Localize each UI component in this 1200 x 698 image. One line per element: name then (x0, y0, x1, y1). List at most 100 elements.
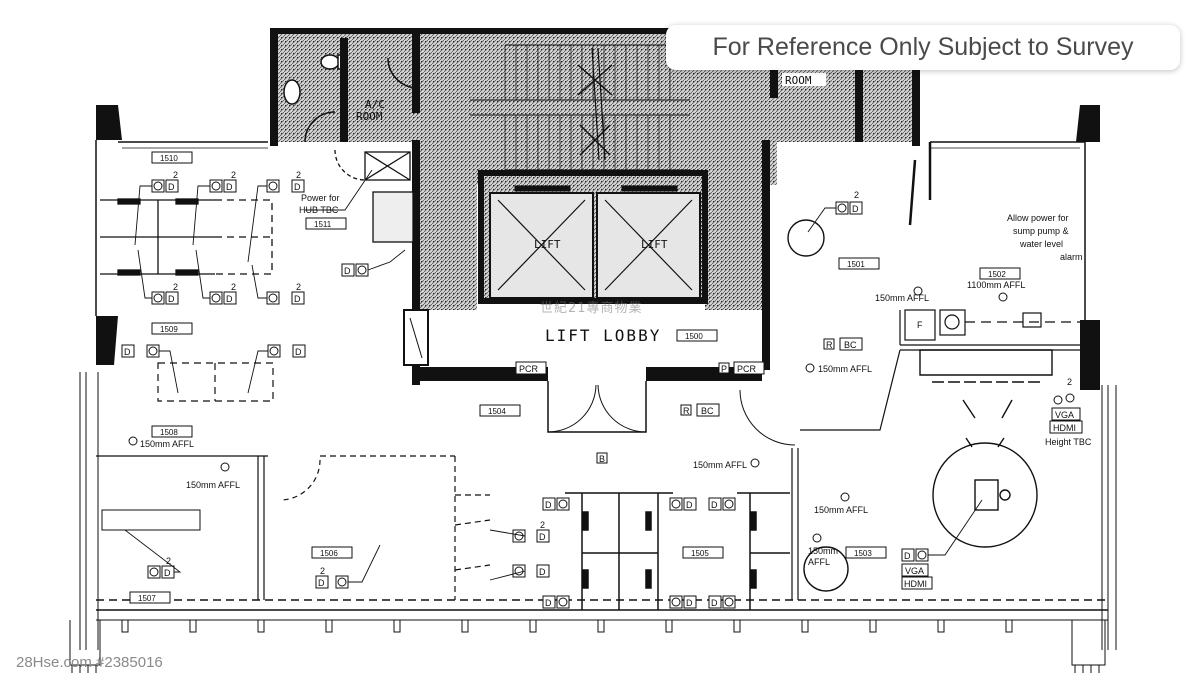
room-tags (129, 151, 1021, 604)
vga-tag-floor: VGA (905, 566, 924, 576)
partitions (96, 142, 1085, 600)
pantry-1502 (904, 309, 1085, 341)
circuit-number: 2 (320, 566, 325, 576)
room-1501: 1501 (847, 260, 865, 269)
room-1510: 1510 (160, 154, 178, 163)
data-point-d: D (711, 500, 718, 510)
fcu-tag: F (917, 320, 923, 330)
room-label-partial-backdrop (782, 73, 826, 86)
height-tbc-note: Height TBC (1045, 437, 1092, 447)
data-point-d: D (539, 567, 546, 577)
data-point-d: D (168, 182, 175, 192)
workstations-1510 (100, 198, 273, 276)
room-1511: 1511 (314, 220, 332, 229)
circuit-number: 2 (854, 190, 859, 200)
circuit-number: 2 (540, 520, 545, 530)
lift-lobby (403, 309, 796, 446)
sump-note-line3: water level (1019, 239, 1063, 249)
lift-label-1: LIFT (534, 238, 561, 251)
data-point-d: D (124, 347, 131, 357)
lobby-equipment-tags (515, 337, 1083, 590)
workstations-1509 (157, 362, 274, 402)
data-point-d: D (344, 266, 351, 276)
room-label-partial: ROOM (785, 74, 812, 87)
circuit-number: 2 (173, 282, 178, 292)
data-point-d: D (294, 182, 301, 192)
data-point-d: D (711, 598, 718, 608)
sump-note-line1: Allow power for (1007, 213, 1069, 223)
lift-lobby-label: LIFT LOBBY (545, 326, 661, 345)
room-1502: 1502 (988, 270, 1006, 279)
affl-note-1503: 150mm AFFL (814, 505, 868, 515)
pcr-tag-right: PCR (737, 364, 757, 374)
room-1504: 1504 (488, 407, 506, 416)
data-point-d: D (545, 598, 552, 608)
data-point-d: D (318, 578, 325, 588)
data-point-d: D (539, 532, 546, 542)
data-point-d: D (164, 568, 171, 578)
sump-note-line4: alarm (1060, 252, 1083, 262)
room-1509: 1509 (160, 325, 178, 334)
room-1503: 1503 (854, 549, 872, 558)
circuit-number: 2 (231, 282, 236, 292)
agency-watermark: 世紀21專商物業 (540, 301, 643, 316)
data-point-d: D (686, 500, 693, 510)
circuit-number: 2 (296, 170, 301, 180)
affl-note-1508: 150mm AFFL (140, 439, 194, 449)
data-point-d: D (852, 204, 859, 214)
affl-note-1507: 150mm AFFL (186, 480, 240, 490)
reference-disclaimer-banner: For Reference Only Subject to Survey (666, 25, 1180, 70)
hdmi-tag-wall: HDMI (1053, 423, 1076, 433)
room-1508: 1508 (160, 428, 178, 437)
ac-room-label-line2: ROOM (356, 110, 383, 123)
data-point-d: D (226, 182, 233, 192)
hub-cabinet (334, 149, 414, 243)
b-tag: B (599, 454, 605, 464)
data-point-d: D (294, 294, 301, 304)
room-1506: 1506 (320, 549, 338, 558)
room-1505: 1505 (691, 549, 709, 558)
data-point-d: D (226, 294, 233, 304)
building-envelope (79, 140, 1117, 650)
meeting-table-1503 (919, 349, 1053, 548)
affl-1100-note: 1100mm AFFL (967, 280, 1025, 290)
affl-note-1502: 150mm AFFL (875, 293, 929, 303)
pcr-tag-left: PCR (519, 364, 539, 374)
affl-note-1503b-line2: AFFL (808, 557, 830, 567)
socket-symbols (128, 286, 1075, 543)
r-tag-1501: R (826, 340, 833, 350)
data-point-d: D (545, 500, 552, 510)
hub-power-note-line1: Power for (301, 193, 340, 203)
power-data-outlets (121, 179, 929, 609)
affl-note-1504: 150mm AFFL (693, 460, 747, 470)
listing-id-watermark: 28Hse.com #2385016 (16, 654, 163, 671)
r-tag-lobby: R (683, 406, 690, 416)
bc-tag-lobby: BC (701, 406, 714, 416)
circuit-number: 2 (1067, 377, 1072, 387)
circuit-number: 2 (166, 556, 171, 566)
leader-lines (124, 169, 983, 583)
p-tag: P (721, 364, 727, 374)
ac-room-label-line1: A/C (365, 98, 385, 111)
affl-note-lobby: 150mm AFFL (818, 364, 872, 374)
hub-power-note-line2: HUB TBC (299, 205, 339, 215)
circuit-number: 2 (296, 282, 301, 292)
sump-note-line2: sump pump & (1013, 226, 1069, 236)
hdmi-tag-floor: HDMI (904, 579, 927, 589)
affl-note-1503b-line1: 150mm (808, 546, 838, 556)
outlet-circuit-numbers: 2 2 2 2 2 2 2 2 2 2 2 (166, 170, 1072, 576)
data-point-d: D (904, 551, 911, 561)
lift-label-2: LIFT (641, 238, 668, 251)
mullions (69, 620, 1106, 673)
data-point-d: D (295, 347, 302, 357)
lift-shafts (489, 185, 701, 299)
workstations-1505 (565, 492, 790, 610)
round-table-1501 (787, 219, 849, 592)
data-point-labels: D D D D D D D D D D D D D D D D D D D D … (124, 182, 911, 608)
bc-tag-1501: BC (844, 340, 857, 350)
circuit-number: 2 (173, 170, 178, 180)
data-point-d: D (686, 598, 693, 608)
data-point-d: D (168, 294, 175, 304)
room-1507: 1507 (138, 594, 156, 603)
